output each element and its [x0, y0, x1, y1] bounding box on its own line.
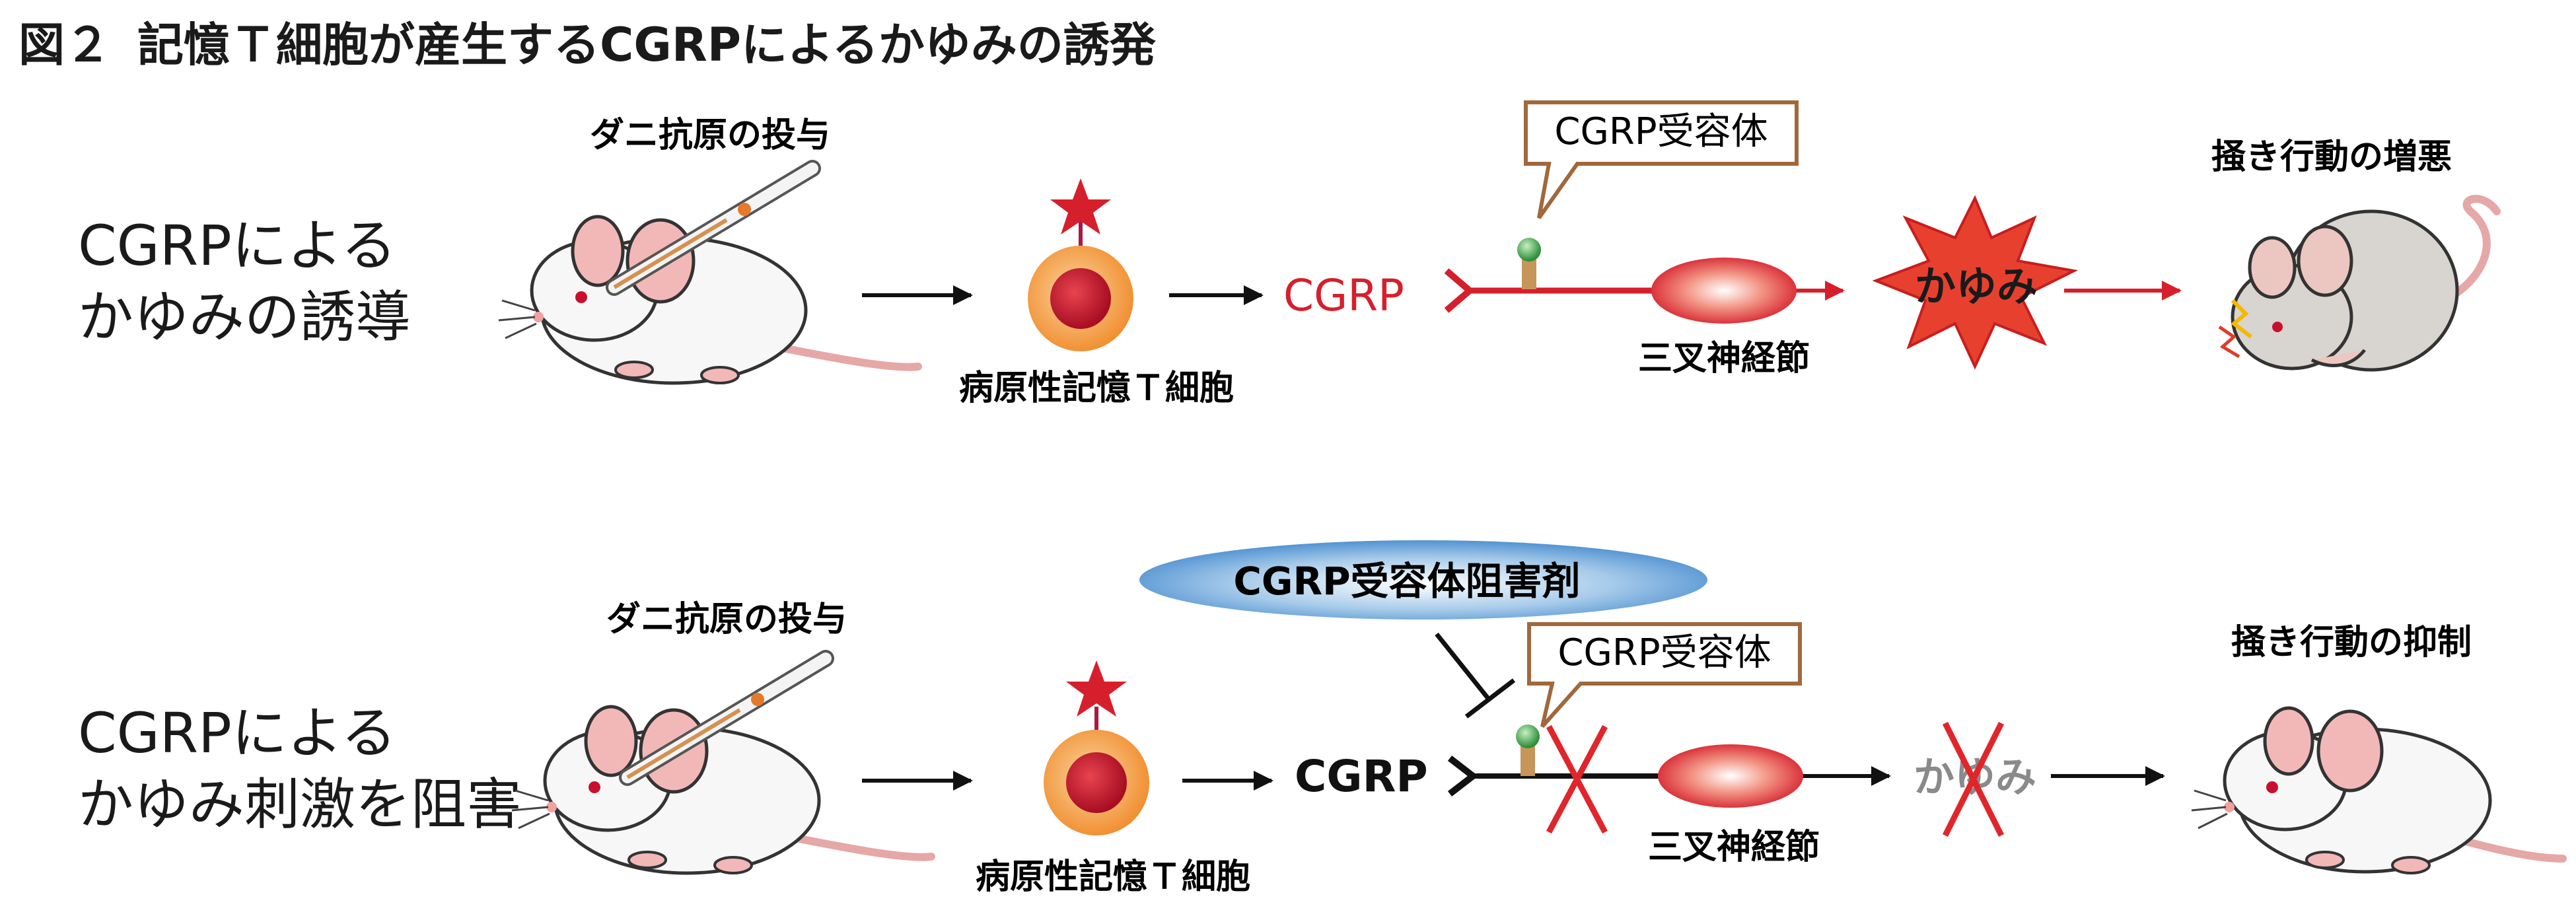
blocker-label: CGRP受容体阻害剤	[1233, 559, 1580, 604]
mouse-white-icon	[498, 215, 922, 385]
block-cross-icon	[1942, 721, 2005, 837]
row-label-line1: CGRPによる	[78, 701, 397, 765]
ganglion-label: 三叉神経節	[1638, 339, 1810, 378]
receptor-callout-text: CGRP受容体	[1557, 631, 1771, 674]
row-label-line1: CGRPによる	[78, 213, 397, 278]
row-inhibition: ダニ抗原の投与 病原性記憶Ｔ細胞 CGRP	[511, 540, 2567, 897]
receptor-callout: CGRP受容体	[1524, 100, 1799, 219]
outcome-label: 掻き行動の抑制	[2231, 623, 2472, 662]
nerve-fiber	[1444, 258, 1845, 324]
row-label-line2: かゆみの誘導	[78, 285, 411, 349]
cgrp-label: CGRP	[1283, 270, 1404, 321]
row-label-line2: かゆみ刺激を阻害	[78, 772, 522, 837]
figure-number: 図２	[18, 18, 111, 72]
pipette-icon	[606, 160, 821, 296]
receptor-callout: CGRP受容体	[1527, 622, 1802, 728]
receptor-callout-text: CGRP受容体	[1554, 110, 1768, 153]
ganglion-label: 三叉神経節	[1648, 828, 1820, 867]
cgrp-receptor-icon	[1516, 725, 1540, 776]
scratching-mouse-icon	[2218, 195, 2501, 372]
t-cell-icon	[1044, 660, 1149, 835]
antigen-label: ダニ抗原の投与	[590, 116, 830, 155]
blocker-ellipse: CGRP受容体阻害剤	[1139, 540, 1707, 619]
inhibition-t-bar	[1435, 632, 1516, 719]
mouse-white-icon	[511, 705, 935, 875]
figure-title: 図２ 記憶Ｔ細胞が産生するCGRPによるかゆみの誘発	[18, 8, 1156, 75]
t-cell-icon	[1028, 178, 1133, 351]
row-label-induction: CGRPによる かゆみの誘導	[78, 210, 411, 353]
mouse-white-icon	[2191, 706, 2567, 874]
t-cell-label: 病原性記憶Ｔ細胞	[976, 857, 1250, 897]
figure-title-text: 記憶Ｔ細胞が産生するCGRPによるかゆみの誘発	[137, 18, 1156, 72]
row-induction: ダニ抗原の投与 病原性記憶Ｔ細胞	[498, 100, 2501, 408]
trigeminal-ganglion	[1658, 744, 1803, 808]
cgrp-receptor-icon	[1517, 238, 1541, 289]
nerve-fiber	[1447, 744, 1891, 808]
itch-burst-icon: かゆみ	[1872, 195, 2079, 370]
row-label-inhibition: CGRPによる かゆみ刺激を阻害	[78, 697, 522, 840]
pipette-icon	[619, 650, 834, 786]
outcome-label: 掻き行動の増悪	[2211, 137, 2452, 177]
itch-label: かゆみ	[1915, 262, 2038, 310]
block-cross-icon	[1546, 725, 1608, 834]
t-cell-label: 病原性記憶Ｔ細胞	[959, 369, 1234, 408]
antigen-label: ダニ抗原の投与	[606, 600, 847, 639]
cgrp-label: CGRP	[1295, 751, 1428, 802]
trigeminal-ganglion	[1651, 258, 1797, 324]
